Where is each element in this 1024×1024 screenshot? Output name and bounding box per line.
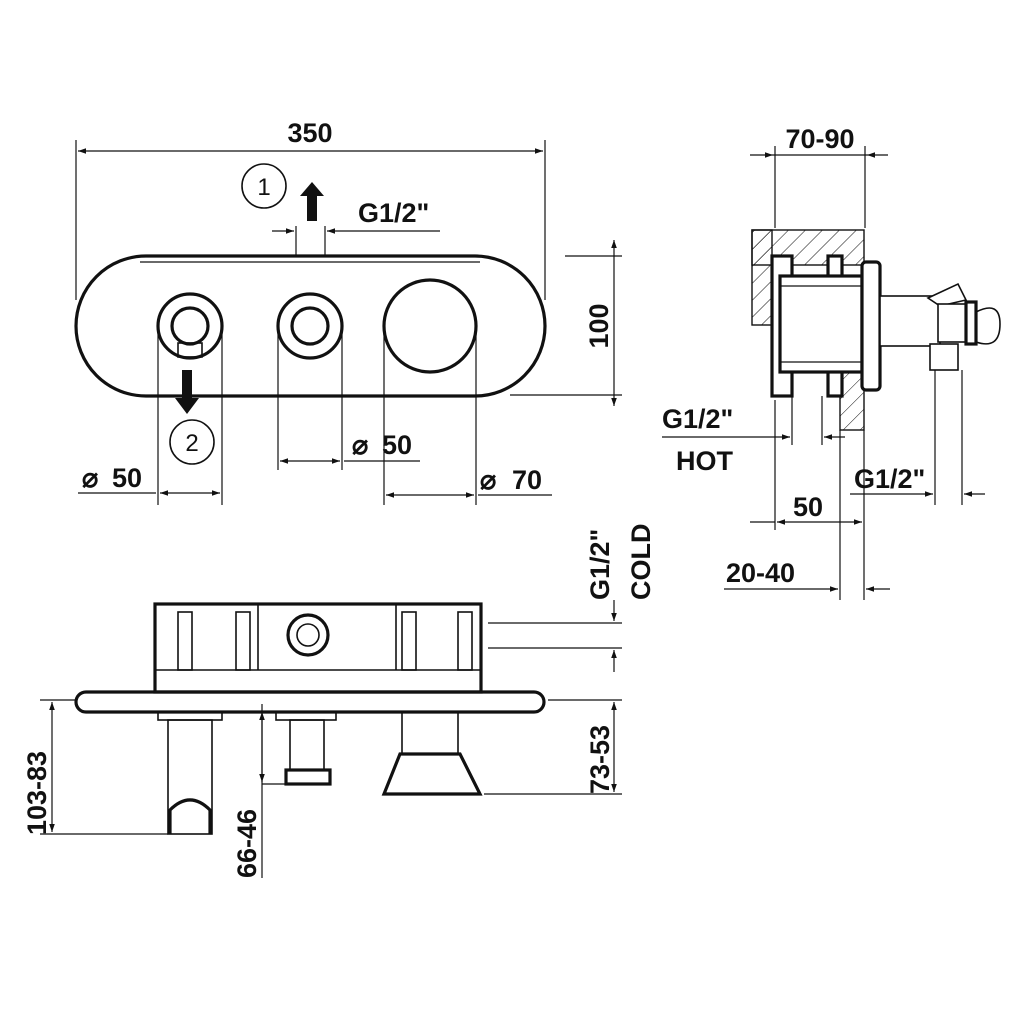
hot-thread-label: G1/2" (662, 404, 733, 434)
outlet-2-badge (169, 419, 215, 465)
width-label: 350 (287, 118, 332, 148)
body-box (778, 274, 864, 374)
top-view: G1/2" COLD 103-83 66-46 73-53 (22, 524, 656, 878)
outlet-2-arrow-shaft (182, 370, 192, 400)
spindle-body (879, 295, 941, 347)
thermostat-knob (382, 278, 478, 374)
diam-center-symbol: ⌀ (352, 430, 368, 460)
wall-hatch-left (751, 229, 773, 326)
depth-label: 70-90 (785, 124, 854, 154)
flow-knob-inner (290, 306, 330, 346)
outlet-2-number: 2 (185, 430, 198, 457)
diam-right-label: 70 (512, 465, 542, 495)
center-handle-body (289, 719, 325, 771)
front-view: 350 1 2 G1/2" 100 (74, 118, 622, 505)
hot-label: HOT (676, 446, 734, 476)
diverter-knob-inner (170, 306, 210, 346)
top-plate (74, 690, 546, 714)
right-handle-cone (381, 752, 483, 796)
handle-top (926, 282, 968, 307)
outlet-2-arrow-icon (175, 398, 199, 414)
outlet-1-arrow-shaft (307, 195, 317, 221)
center-height-label: 66-46 (232, 809, 262, 878)
outlet-1-badge (241, 163, 287, 209)
inlet-thread-label: G1/2" (358, 198, 429, 228)
wall-hatch-bottom (839, 371, 865, 431)
housing-slot-1 (177, 611, 193, 671)
right-handle-neck (401, 711, 459, 755)
cold-label: COLD (626, 524, 656, 601)
left-handle-body (167, 719, 213, 835)
cold-inlet-ring (286, 613, 330, 657)
side-view: 70-90 G1/2" HOT G1/2" (662, 124, 1001, 600)
outlet-1-number: 1 (257, 174, 270, 201)
right-height-label: 73-53 (585, 725, 615, 794)
housing-slot-3 (401, 611, 417, 671)
handle-cap (964, 300, 978, 346)
center-handle-cap (284, 768, 332, 786)
diam-left-symbol: ⌀ (82, 463, 98, 493)
outlet-1-arrow-icon (300, 182, 324, 196)
height-label: 100 (584, 303, 614, 348)
left-height-label: 103-83 (22, 751, 52, 835)
diam-center-label: 50 (382, 430, 412, 460)
housing-slot-2 (235, 611, 251, 671)
cold-inlet-hole (296, 623, 320, 647)
handle-knob (975, 307, 1001, 345)
diverter-knob (156, 292, 224, 360)
diam-left-label: 50 (112, 463, 142, 493)
flow-knob (276, 292, 344, 360)
wall-range-label: 20-40 (726, 558, 795, 588)
outlet-nozzle (929, 343, 959, 371)
front-plate (74, 254, 547, 398)
outlet-thread-label: G1/2" (854, 464, 925, 494)
offset-label: 50 (793, 492, 823, 522)
handle-hub (937, 303, 967, 343)
diam-right-symbol: ⌀ (480, 465, 496, 495)
diverter-spout (177, 342, 203, 358)
cover-plate (860, 260, 882, 392)
cold-thread-label: G1/2" (585, 529, 615, 600)
left-handle-hook (168, 798, 212, 834)
housing-slot-4 (457, 611, 473, 671)
